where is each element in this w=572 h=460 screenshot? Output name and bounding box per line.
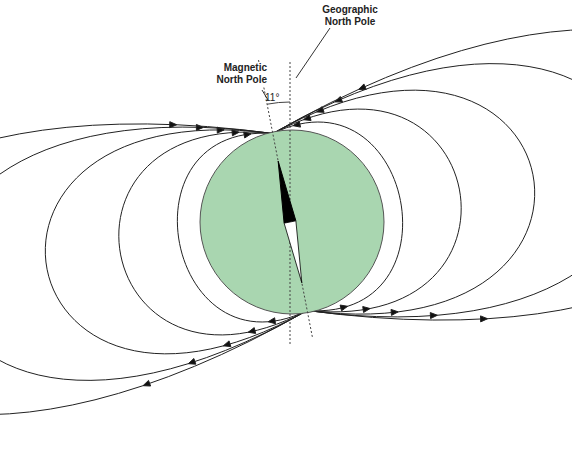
compass-needle-north <box>278 161 296 223</box>
field-arrowhead <box>430 313 437 319</box>
field-lines <box>0 29 572 414</box>
field-arrowhead <box>223 341 231 347</box>
field-arrowhead <box>391 309 398 315</box>
field-arrowhead <box>363 307 370 313</box>
field-arrowhead <box>340 305 348 311</box>
pole-label: Magnetic North Pole <box>214 62 268 86</box>
angle-label: 11° <box>264 92 280 104</box>
field-arrowhead <box>244 132 251 138</box>
pole-label: Geographic North Pole <box>318 4 382 28</box>
field-arrowhead <box>248 328 256 334</box>
field-arrowhead <box>268 318 275 324</box>
field-arrowhead <box>170 122 177 128</box>
field-arrowhead <box>196 124 203 130</box>
field-arrowhead <box>143 380 151 386</box>
magnetic-axis <box>259 60 313 338</box>
earth-circle <box>200 130 384 314</box>
field-arrowhead <box>359 84 367 90</box>
field-arrowhead <box>188 359 196 365</box>
leader-line <box>296 28 330 78</box>
compass-needle-south <box>284 221 302 283</box>
field-arrowhead <box>481 316 488 322</box>
